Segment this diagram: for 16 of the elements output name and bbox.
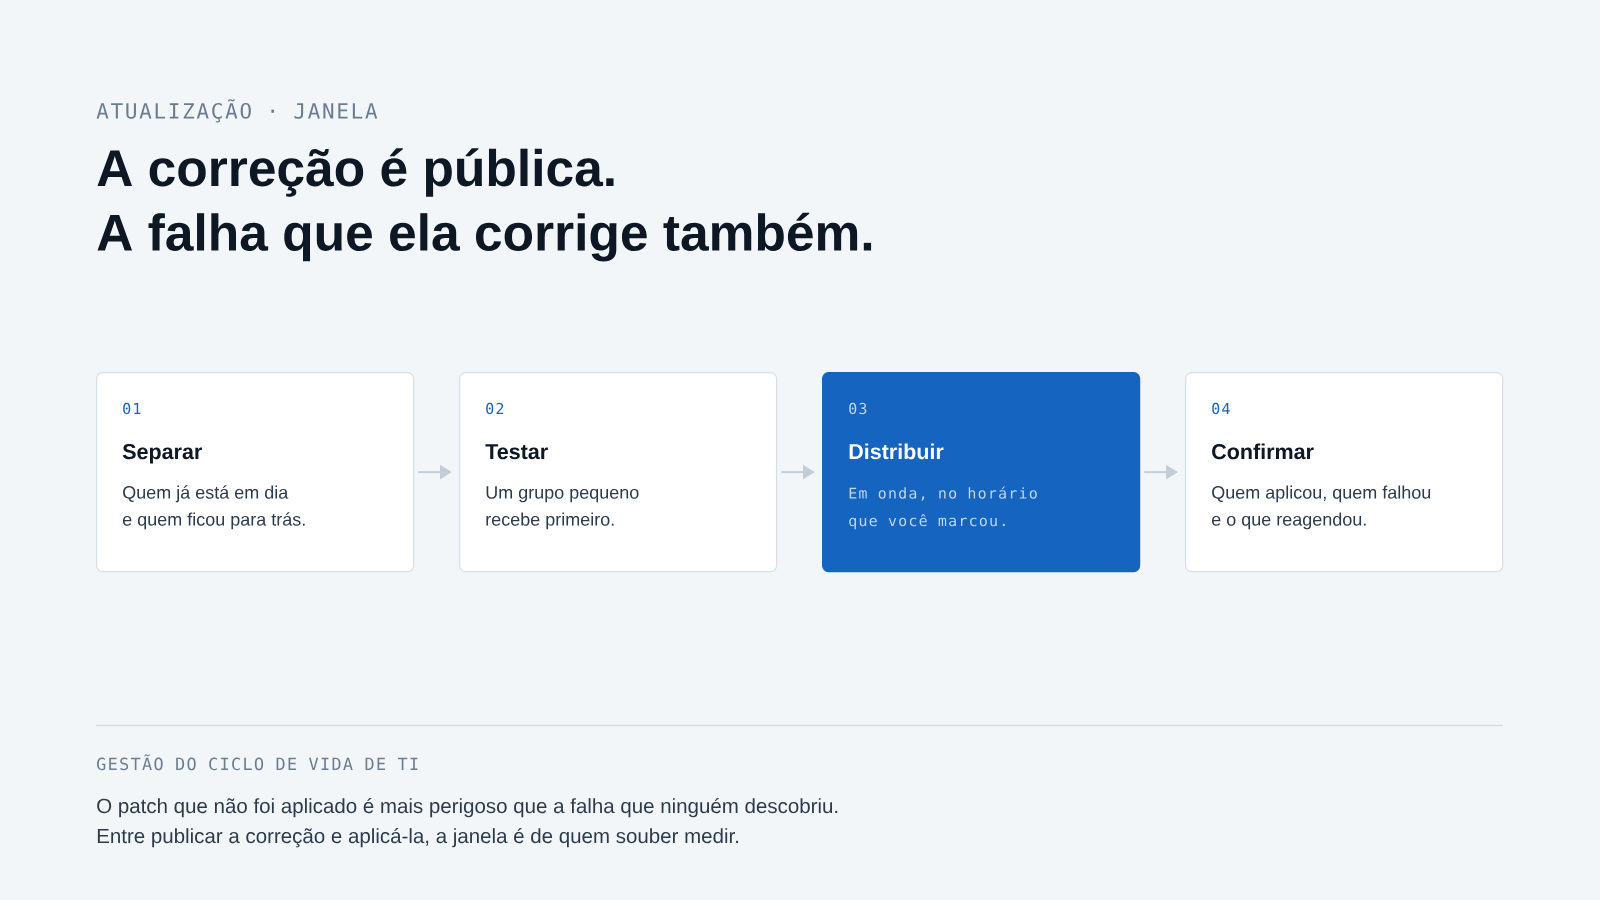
step-description: Quem aplicou, quem falhou e o que reagendou. <box>1212 485 1431 530</box>
step-title: Separar <box>122 444 202 464</box>
step-number: 03 <box>849 402 867 415</box>
step-title: Confirmar <box>1212 443 1314 460</box>
step-number: 02 <box>486 402 504 415</box>
step-description: Em onda, no horário que você marcou. <box>849 486 1037 530</box>
step-description: Quem já está em dia e quem ficou para trás. <box>122 485 305 530</box>
step-title: Distribuir <box>849 443 944 460</box>
headline: A correção é pública. A falha que ela corrige também. <box>97 148 872 262</box>
step-number: 04 <box>1212 402 1230 415</box>
footer-note: O patch que não foi aplicado é mais perigoso que a falha que ninguém descobriu. Entre publicar a correção e aplicá-la, a janela é de quem souber medir. <box>97 797 838 848</box>
step-number: 01 <box>123 402 141 415</box>
step-title: Testar <box>485 444 548 460</box>
eyebrow-label: ATUALIZAÇÃO · JANELA <box>96 99 378 123</box>
footer-label: GESTÃO DO CICLO DE VIDA DE TI <box>97 754 418 771</box>
step-description: Um grupo pequeno recebe primeiro. <box>486 486 639 530</box>
